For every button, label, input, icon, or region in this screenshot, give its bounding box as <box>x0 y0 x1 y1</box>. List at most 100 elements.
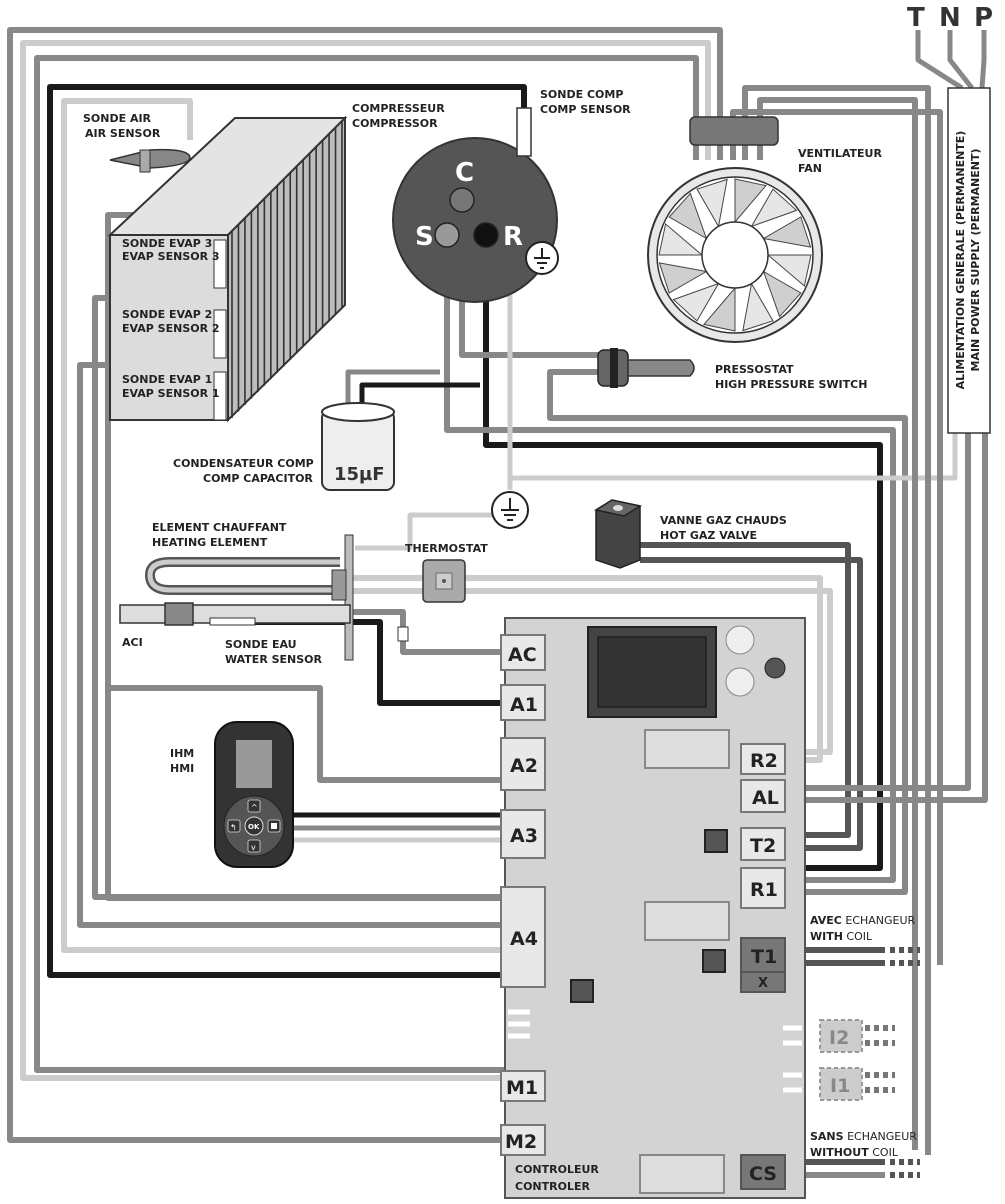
terminals-left: AC A1 A2 A3 A4 M1 M2 <box>500 634 546 1156</box>
evap2-label-1: SONDE EVAP 2 <box>122 308 212 321</box>
with-coil-note-1: AVEC ECHANGEUR <box>810 914 916 927</box>
terminal-a1[interactable] <box>500 684 546 721</box>
wire-pressostat <box>547 369 908 895</box>
hot-gas-valve: VANNE GAZ CHAUDS HOT GAZ VALVE <box>594 499 787 569</box>
wire-al-2 <box>755 425 988 803</box>
compressor-body <box>392 137 558 303</box>
hmi-ok-label: OK <box>248 823 260 831</box>
terminal-m1[interactable] <box>500 1070 546 1102</box>
terminal-i1[interactable] <box>819 1067 863 1101</box>
hot-gas-label-2: HOT GAZ VALVE <box>660 529 757 542</box>
supply-label-1: ALIMENTATION GENERALE (PERMANENTE) <box>954 131 967 390</box>
aci-label: ACI <box>122 636 143 649</box>
compressor: COMPRESSEUR COMPRESSOR SONDE COMP COMP S… <box>352 88 631 303</box>
fan-motor-box <box>689 116 779 146</box>
terminal-i1-label: I1 <box>830 1075 850 1097</box>
terminal-i2-label: I2 <box>829 1027 849 1049</box>
without-coil-note-1: SANS ECHANGEUR <box>810 1130 917 1143</box>
capacitor: 15µF CONDENSATEUR COMP COMP CAPACITOR <box>173 402 395 491</box>
wire-m1b <box>34 55 699 1073</box>
pressostat-tube <box>627 359 695 377</box>
coil-front <box>109 234 229 421</box>
power-supply: T N P ALIMENTATION GENERALE (PERMANENTE)… <box>907 3 993 434</box>
evap1-sensor <box>213 371 227 421</box>
aci-body <box>164 602 194 626</box>
terminal-t1[interactable] <box>740 937 786 973</box>
with-coil-note-2: WITH COIL <box>810 930 873 943</box>
pressostat-label-2: HIGH PRESSURE SWITCH <box>715 378 867 391</box>
terminal-r2[interactable] <box>740 743 786 775</box>
terminal-a4[interactable] <box>500 886 546 988</box>
hmi-up-button[interactable] <box>247 799 261 813</box>
terminal-m2-label: M2 <box>505 1131 537 1153</box>
evap1-label-1: SONDE EVAP 1 <box>122 373 212 386</box>
terminal-ac[interactable] <box>500 634 546 671</box>
board-button[interactable] <box>764 657 786 679</box>
board-pins-i1 <box>783 1072 802 1093</box>
compressor-label-2: COMPRESSOR <box>352 117 438 130</box>
wire-comp-r <box>483 235 883 871</box>
wire-hotgas-2 <box>640 557 863 851</box>
terminal-al[interactable] <box>740 779 786 813</box>
board-relay-3 <box>639 1154 725 1194</box>
terminals-right: R2 AL T2 R1 T1 X I2 I1 CS <box>740 743 863 1190</box>
terminal-a2[interactable] <box>500 737 546 791</box>
wire-supply-n <box>947 30 974 90</box>
hmi-back-button[interactable] <box>227 819 241 833</box>
terminal-t2[interactable] <box>740 827 786 861</box>
thermostat-label: THERMOSTAT <box>405 542 488 555</box>
terminal-r1[interactable] <box>740 867 786 909</box>
fan-blade <box>658 223 704 256</box>
hot-gas-label-1: VANNE GAZ CHAUDS <box>660 514 787 527</box>
supply-label-2: MAIN POWER SUPPLY (PERMANENT) <box>969 148 982 371</box>
hmi-screen <box>236 740 272 788</box>
terminal-m1-label: M1 <box>506 1077 538 1099</box>
with-coil-text-1: ECHANGEUR <box>842 914 916 927</box>
wire-i1-dash <box>865 1072 895 1093</box>
hmi-ok-button[interactable] <box>244 816 264 836</box>
pressostat: PRESSOSTAT HIGH PRESSURE SWITCH <box>597 348 867 391</box>
terminal-cs[interactable] <box>740 1154 786 1190</box>
main-earth <box>491 491 529 529</box>
terminal-x <box>740 971 786 993</box>
terminal-t2-label: T2 <box>750 835 776 857</box>
comp-label-c: C <box>455 158 474 188</box>
terminal-m2[interactable] <box>500 1124 546 1156</box>
wire-al-1 <box>755 425 971 791</box>
wire-supply-p <box>979 30 987 89</box>
comp-label-s: S <box>415 222 434 252</box>
terminal-a2-label: A2 <box>510 755 538 777</box>
without-coil-text-2: COIL <box>869 1146 899 1159</box>
wire-t1-dash <box>890 947 920 966</box>
hmi-label-2: HMI <box>170 762 194 775</box>
board-pins-i2 <box>783 1025 802 1046</box>
terminal-al-label: AL <box>752 787 779 809</box>
hmi: IHM HMI OK ^ v ↰ <box>170 721 294 868</box>
with-coil-bold-2: WITH <box>810 930 843 943</box>
pressostat-ring <box>610 348 618 388</box>
fan-blade <box>703 286 736 332</box>
heating-element: ELEMENT CHAUFFANT HEATING ELEMENT THERMO… <box>144 521 488 661</box>
comp-earth-glyph <box>534 248 550 269</box>
terminal-r1-label: R1 <box>750 879 778 901</box>
fan-label-2: FAN <box>798 162 822 175</box>
hmi-down-button[interactable] <box>247 839 261 853</box>
capacitor-label-1: CONDENSATEUR COMP <box>173 457 314 470</box>
water-sensor-label-2: WATER SENSOR <box>225 653 323 666</box>
hmi-down-icon: v <box>251 843 256 852</box>
wire-air-sensor <box>61 98 515 953</box>
terminal-a3[interactable] <box>500 809 546 859</box>
wire-cap-2 <box>359 382 480 410</box>
fan-blade <box>668 192 708 240</box>
terminal-i2[interactable] <box>819 1019 863 1053</box>
fan-blade <box>696 178 728 228</box>
board-chip-1 <box>704 829 728 853</box>
fan-blade <box>762 216 812 248</box>
phase-p: P <box>974 3 993 33</box>
phase-n: N <box>939 3 961 33</box>
coil-fins <box>231 121 343 418</box>
pressostat-label-1: PRESSOSTAT <box>715 363 794 376</box>
evap3-label-1: SONDE EVAP 3 <box>122 237 212 250</box>
without-coil-bold-2: WITHOUT <box>810 1146 869 1159</box>
